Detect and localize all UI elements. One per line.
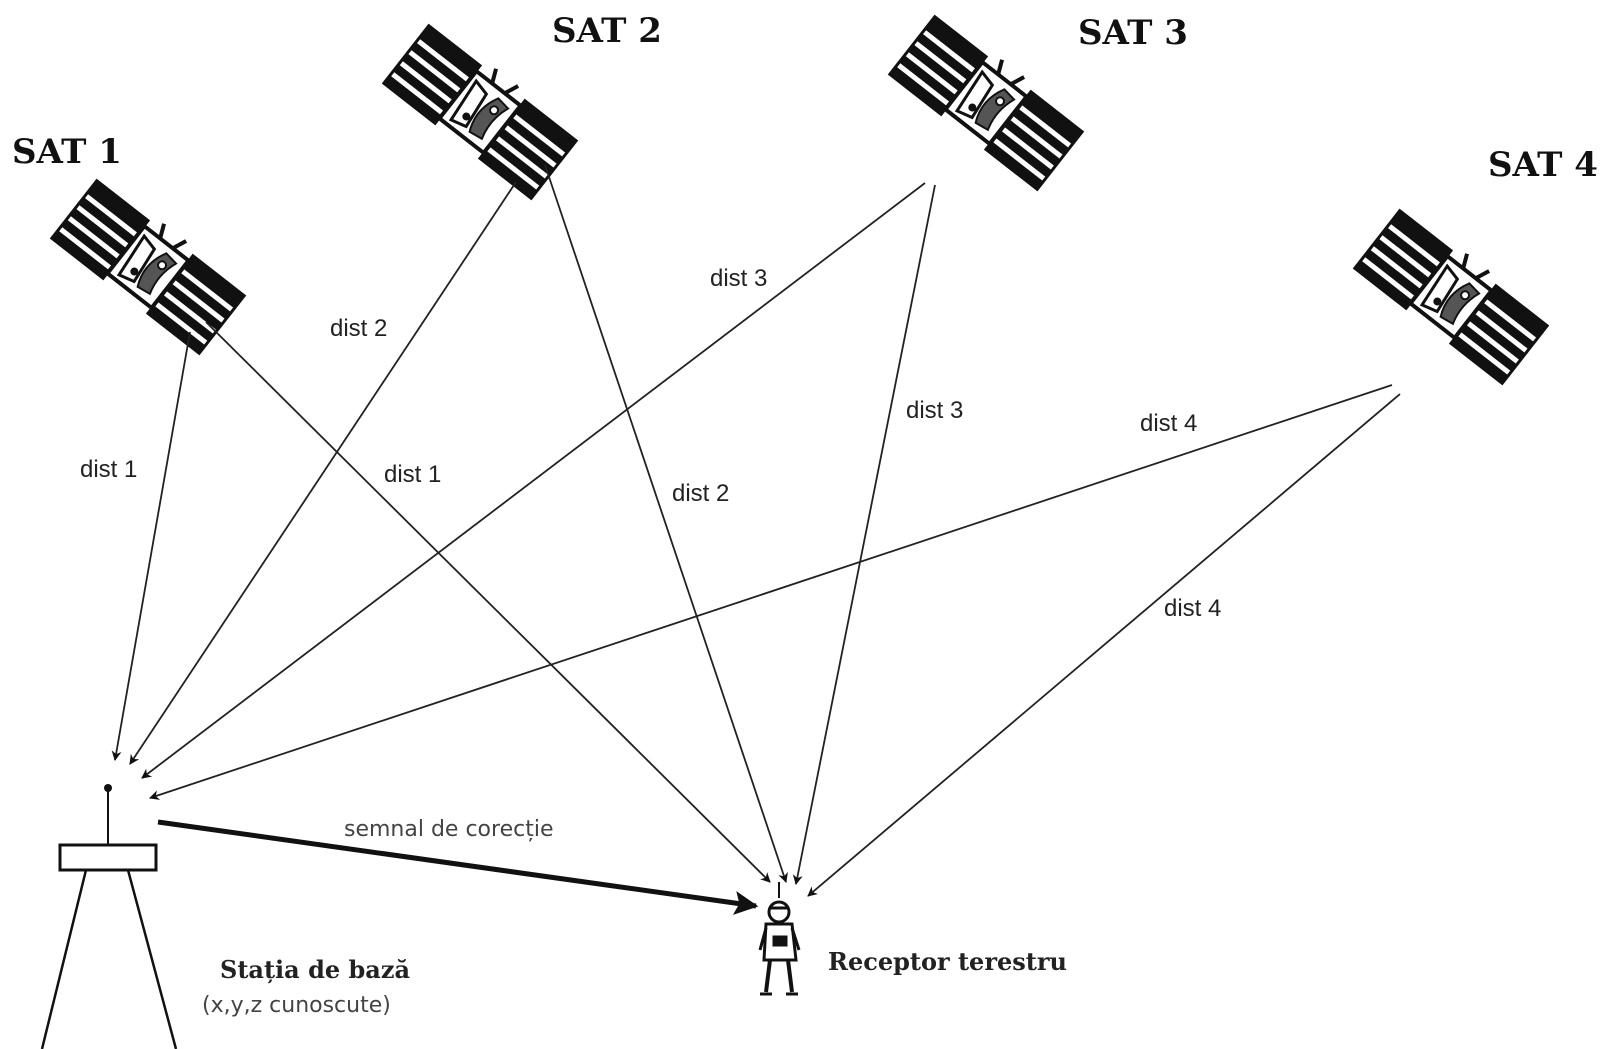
ray-sat4-base — [150, 385, 1392, 798]
sat-3: SAT 3 — [888, 10, 1188, 192]
ray-sat3-base — [142, 183, 925, 778]
base-station-title: Stația de bază — [220, 955, 410, 984]
dist-label-sat4-receiver: dist 4 — [1164, 595, 1221, 622]
sat-1-label: SAT 1 — [12, 132, 122, 172]
ray-sat4-receiver — [808, 394, 1400, 896]
sat-2: SAT 2 — [382, 11, 662, 200]
dist-label-sat4-base: dist 4 — [1140, 410, 1197, 437]
satellite-icon — [888, 10, 1088, 192]
sat-4: SAT 4 — [1353, 145, 1598, 385]
sat-2-label: SAT 2 — [552, 11, 662, 51]
dist-label-sat2-receiver: dist 2 — [672, 480, 729, 507]
sat-4-label: SAT 4 — [1488, 145, 1598, 185]
ray-sat1-base — [115, 332, 190, 760]
dist-label-sat3-receiver: dist 3 — [906, 397, 963, 424]
correction-signal-label: semnal de corecție — [344, 817, 553, 842]
dist-label-sat1-receiver: dist 1 — [384, 461, 441, 488]
satellite-icon — [1353, 204, 1553, 386]
dist-label-sat3-base: dist 3 — [710, 265, 767, 292]
dist-label-sat2-base: dist 2 — [330, 315, 387, 342]
sat-3-label: SAT 3 — [1078, 13, 1188, 53]
base-station-icon — [42, 784, 176, 1049]
dist-label-sat1-base: dist 1 — [80, 456, 137, 483]
sat-1: SAT 1 — [12, 132, 250, 355]
satellite-icon — [50, 174, 250, 356]
ray-sat1-receiver — [206, 322, 770, 882]
receiver-title: Receptor terestru — [828, 947, 1067, 976]
ray-sat3-receiver — [796, 185, 935, 884]
person-receiver-icon — [760, 882, 799, 994]
base-station-subtitle: (x,y,z cunoscute) — [202, 993, 391, 1018]
